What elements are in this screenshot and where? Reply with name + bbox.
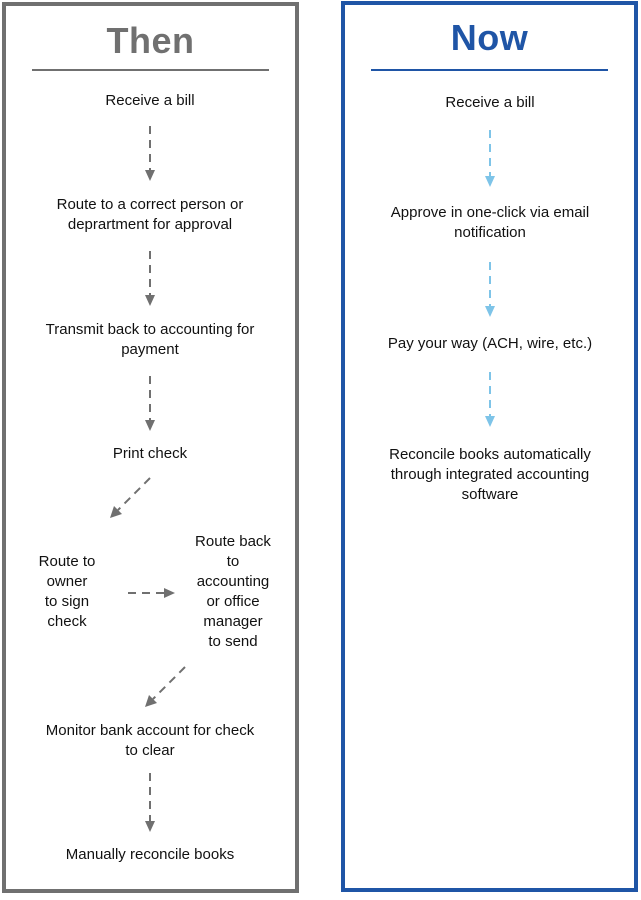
then-step-print-check: Print check xyxy=(112,445,188,462)
now-panel: Now xyxy=(341,1,638,892)
then-step-manual-reconcile: Manually reconcile books xyxy=(65,846,235,863)
now-step-pay-your-way: Pay your way (ACH, wire, etc.) xyxy=(387,335,593,352)
now-divider xyxy=(371,69,608,71)
then-divider xyxy=(32,69,269,71)
then-panel: Then xyxy=(2,2,299,893)
now-step-receive-bill: Receive a bill xyxy=(445,94,535,111)
then-title: Then xyxy=(106,20,195,61)
then-step-receive-bill: Receive a bill xyxy=(105,92,195,109)
now-title: Now xyxy=(450,17,529,58)
